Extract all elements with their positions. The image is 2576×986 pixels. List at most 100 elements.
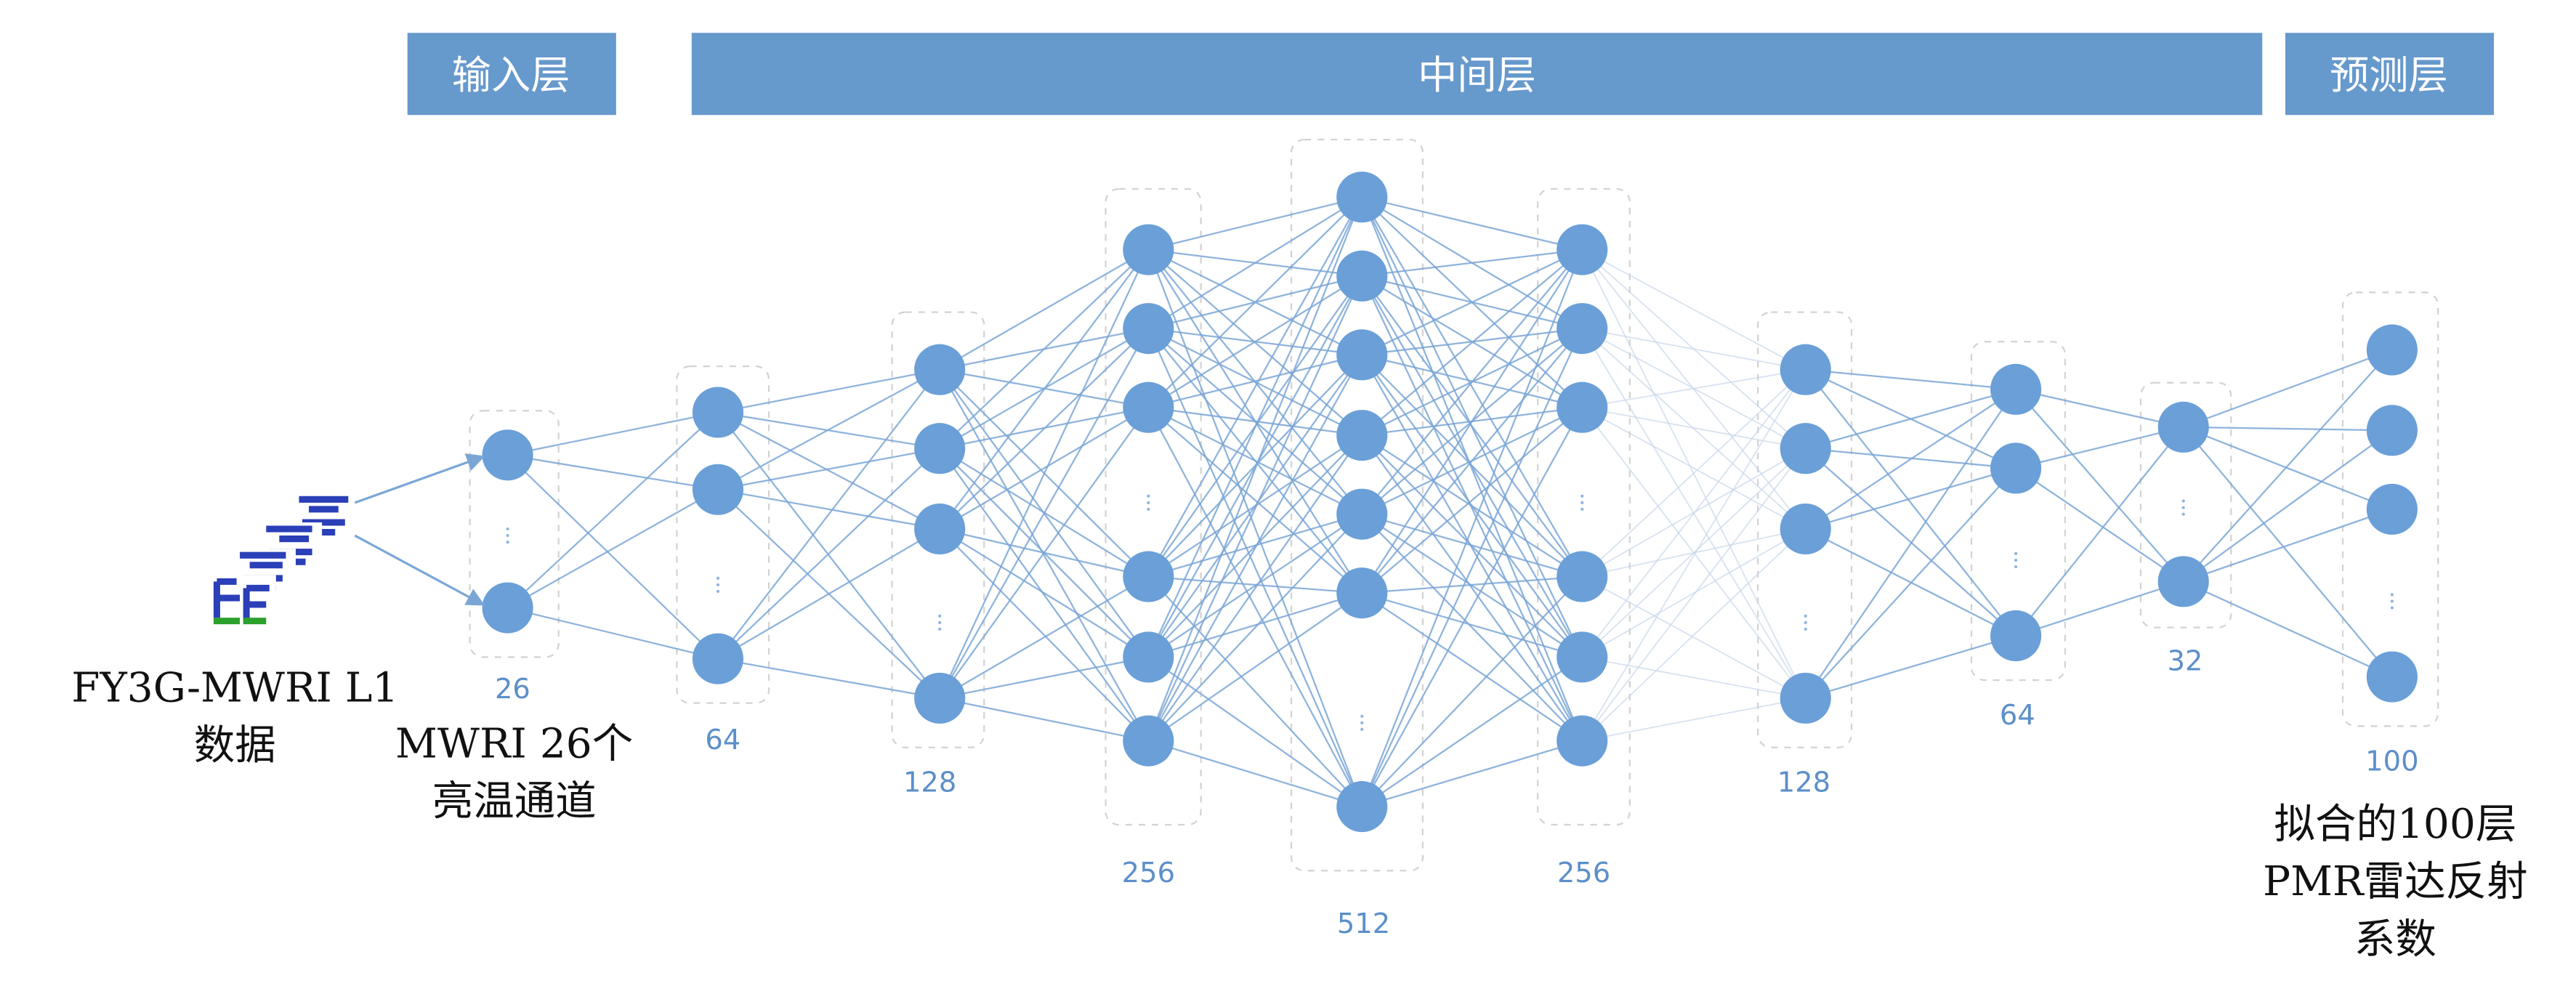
connection-edge [1147, 406, 1362, 515]
connection-edge [1148, 354, 1362, 408]
connection-edge [1361, 592, 1583, 742]
connection-edge [939, 406, 1149, 530]
connection-edge [1147, 275, 1363, 742]
connection-edge [717, 448, 940, 490]
connection-edge [2015, 388, 2184, 428]
connection-edge [1804, 448, 2016, 637]
neuron-node [1123, 715, 1174, 767]
neuron-node [1990, 443, 2042, 494]
connection-edge [1581, 369, 1806, 742]
layer-size-label: 26 [495, 673, 530, 706]
connection-edge [1147, 196, 1363, 742]
connection-edge [2015, 426, 2184, 469]
ellipsis-dot [1360, 721, 1364, 724]
output-caption-line1: 拟合的100层 [2274, 801, 2516, 848]
connection-edge [2183, 426, 2393, 510]
connection-edge [717, 658, 940, 699]
layer-size-label: 512 [1337, 908, 1390, 940]
connection-edge [1147, 249, 1363, 807]
connection-edge [507, 411, 719, 456]
layer-size-label: 128 [1777, 767, 1830, 799]
neuron-node [2366, 405, 2418, 456]
connection-edge [939, 528, 1150, 742]
ellipsis-dot [2390, 599, 2394, 603]
neuron-node [1336, 567, 1388, 619]
layer-box [2341, 291, 2439, 727]
connection-edge [939, 528, 1149, 658]
neuron-node [2157, 556, 2209, 607]
ellipsis-dot [2181, 499, 2185, 503]
connection-edge [939, 248, 1149, 371]
connection-edge [1581, 406, 1806, 530]
connection-edge [2015, 389, 2184, 583]
ellipsis-dot [2014, 565, 2018, 569]
connection-edge [1582, 368, 1806, 408]
neuron-node [1336, 329, 1388, 381]
ellipsis-dot [716, 589, 720, 593]
connection-edge [1361, 196, 1583, 578]
ellipsis-dot [1360, 727, 1364, 731]
connection-edge [1361, 248, 1583, 356]
input-caption-line1: MWRI 26个 [395, 720, 633, 767]
layer-size-label: 128 [903, 767, 956, 799]
layer-size-label: 64 [2000, 699, 2035, 732]
neuron-node [692, 464, 744, 515]
connection-edge [1361, 248, 1583, 515]
neuron-node [914, 344, 966, 395]
connection-edge [939, 249, 1150, 699]
connection-edge [939, 369, 1150, 742]
connection-edge [1147, 196, 1363, 658]
ellipsis-dot [1580, 501, 1584, 504]
connection-edge [1147, 196, 1363, 578]
layer-size-label: 256 [1557, 857, 1610, 889]
ellipsis-dot [2014, 558, 2018, 562]
layer-size-label: 64 [705, 724, 740, 756]
connection-edge [1361, 513, 1583, 742]
connection-edge [1361, 575, 1583, 807]
neuron-node [692, 387, 744, 438]
neuron-node [1556, 224, 1608, 275]
connection-edge [717, 411, 940, 530]
connection-edge [1361, 435, 1583, 578]
connection-edge [1361, 275, 1583, 742]
neuron-node [1336, 410, 1388, 461]
input-layer-banner [407, 33, 616, 116]
connection-edge [1805, 368, 2016, 390]
connection-edge [1581, 249, 1806, 530]
connection-edge [717, 528, 940, 660]
output-caption-line3: 系数 [2354, 916, 2436, 963]
satellite-image-stack-icon [210, 493, 355, 628]
connection-edge [940, 697, 1149, 742]
neuron-node [914, 672, 966, 724]
connection-edge [1361, 354, 1583, 742]
connection-edge [1148, 406, 1362, 437]
connection-edge [1361, 275, 1583, 578]
connection-edge [1804, 369, 2017, 637]
ellipsis-dot [1804, 621, 1807, 624]
ellipsis-dot [2181, 506, 2185, 509]
connection-edge [1147, 592, 1362, 742]
connection-edge [1361, 354, 1583, 578]
connection-edge [2015, 581, 2184, 637]
ellipsis-dot [506, 527, 509, 531]
neuron-node [692, 633, 744, 684]
connection-edge [939, 328, 1150, 699]
connection-edge [2183, 581, 2393, 678]
layer-size-label: 256 [1122, 857, 1175, 889]
connection-edge [507, 607, 719, 660]
connection-edge [507, 454, 719, 490]
connection-edge [1582, 656, 1806, 699]
connection-edge [1362, 575, 1583, 594]
ellipsis-dot [506, 534, 509, 538]
connection-edge [1147, 435, 1363, 742]
layer-box [1537, 187, 1631, 826]
neuron-node [1556, 715, 1608, 767]
ellipsis-dot [716, 583, 720, 586]
neuron-node [1556, 303, 1608, 355]
connection-edge [1361, 740, 1583, 808]
connection-edge [717, 369, 941, 660]
layer-box [1105, 187, 1202, 826]
neuron-node [914, 423, 966, 474]
ellipsis-dot [1580, 494, 1584, 498]
connection-edge [1581, 448, 1806, 742]
